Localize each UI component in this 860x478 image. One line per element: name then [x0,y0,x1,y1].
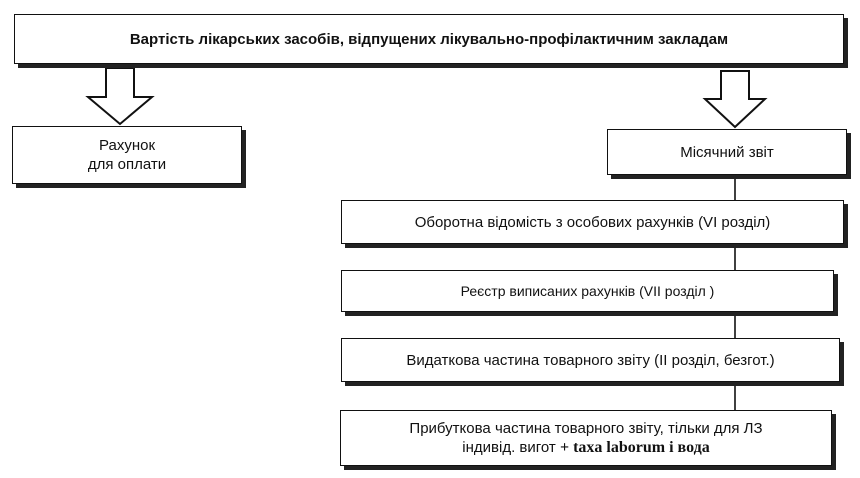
expense-part-box: Видаткова частина товарного звіту (ІІ ро… [341,338,840,382]
income-part-label-extra: + taxa laborum і вода [559,439,710,456]
turnover-statement-box: Оборотна відомість з особових рахунків (… [341,200,844,244]
arrow-down-right-icon [702,70,768,129]
invoice-label-line1: Рахунок [98,137,156,154]
income-part-label-line1: Прибуткова частина товарного звіту, тіль… [409,420,763,437]
invoice-register-box: Реєстр виписаних рахунків (VII розділ ) [341,270,834,312]
income-part-box: Прибуткова частина товарного звіту, тіль… [340,410,832,466]
income-part-label-line2: індивід. вигот [462,439,556,456]
invoice-box: Рахунок для оплати [12,126,242,184]
total-cost-box: Вартість лікарських засобів, відпущених … [14,14,844,64]
expense-part-label: Видаткова частина товарного звіту (ІІ ро… [406,351,775,369]
invoice-label-line2: для оплати [87,156,167,173]
turnover-statement-label: Оборотна відомість з особових рахунків (… [414,213,771,231]
arrow-down-left-icon [85,67,155,126]
monthly-report-label: Місячний звіт [680,143,774,161]
invoice-register-label: Реєстр виписаних рахунків (VII розділ ) [460,282,715,299]
total-cost-label: Вартість лікарських засобів, відпущених … [129,30,729,48]
monthly-report-box: Місячний звіт [607,129,847,175]
